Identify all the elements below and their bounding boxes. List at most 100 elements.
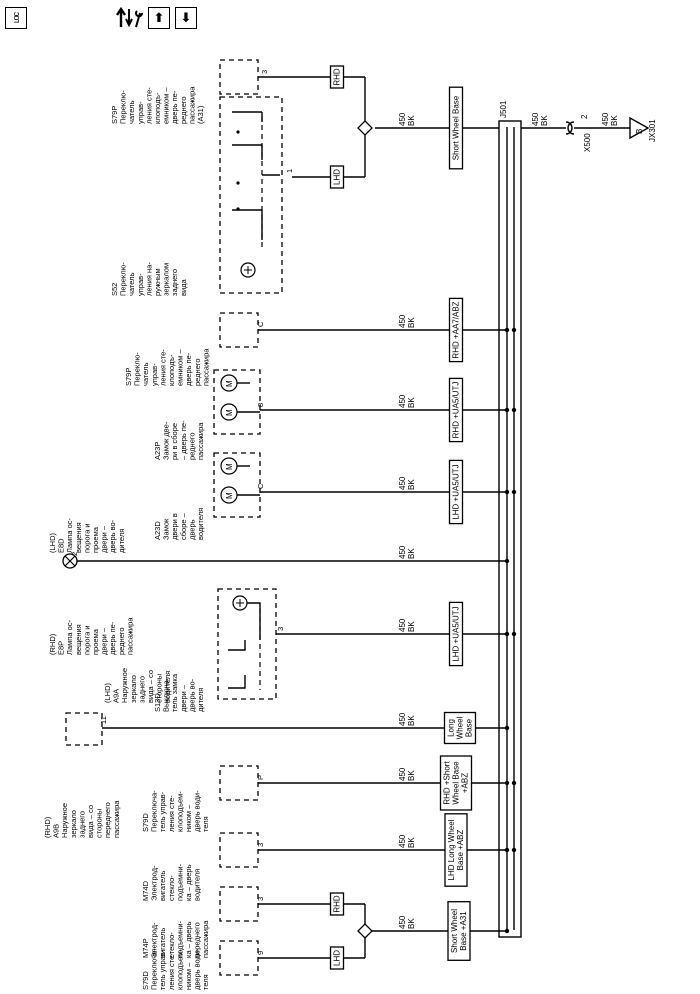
option-lhd-bottom: LHD bbox=[329, 946, 345, 970]
arrow-down-glyph: ⬇ bbox=[180, 10, 192, 25]
connector-x500-pin: 2 bbox=[580, 114, 589, 119]
splice-dot bbox=[511, 407, 517, 413]
desc-e8-line: дителя bbox=[117, 529, 126, 553]
arrow-down-icon[interactable]: ⬇ bbox=[175, 7, 197, 29]
component-s79p bbox=[219, 312, 259, 348]
desc-a23p-line: Замок две- bbox=[162, 421, 171, 460]
splice-dot bbox=[504, 558, 510, 564]
desc-s79p-line: клоподъ- bbox=[167, 354, 176, 386]
component-a23d bbox=[213, 452, 261, 518]
desc-a23p-line: реднего bbox=[187, 432, 196, 460]
option-a23d-text: LHD +UA5/UTJ bbox=[452, 464, 461, 519]
wire-label-m74d-line: BK bbox=[407, 837, 416, 848]
switch-s52-dot bbox=[236, 181, 240, 185]
option-s79d-text: Wheel Base bbox=[452, 761, 461, 805]
pin-s79p-a31: 3 bbox=[260, 70, 269, 74]
desc-s79p-a31-line: S79P bbox=[110, 106, 119, 124]
desc-s13d-line: Выключа- bbox=[162, 677, 171, 712]
option-s79p: RHD +AA7/ABZ bbox=[448, 297, 464, 363]
option-s13d: LHD +UA5/UTJ bbox=[448, 601, 464, 667]
pin-s79d-line: P bbox=[256, 775, 265, 780]
desc-s52-line: ления на- bbox=[144, 262, 153, 296]
component-s79d bbox=[219, 765, 259, 801]
motor-label-line: M bbox=[225, 463, 234, 470]
desc2-a9-line: переднего bbox=[103, 802, 112, 838]
splice-dot bbox=[511, 847, 517, 853]
ground-jx301-label-line: JX301 bbox=[648, 119, 657, 142]
desc-e8-line: вещения bbox=[74, 522, 83, 553]
desc-a9-line: заднего bbox=[137, 676, 146, 703]
desc-s79d-line: ления сте- bbox=[167, 795, 176, 832]
component-a9 bbox=[65, 712, 103, 746]
wire-label-s79p-line: 450 bbox=[398, 314, 407, 328]
loc-icon[interactable]: ʟoᴄ bbox=[5, 7, 27, 29]
option-diamond-bottom bbox=[357, 923, 373, 939]
desc-m74d-line: водителя bbox=[193, 869, 202, 901]
splice-j501-outline bbox=[498, 120, 522, 938]
pin-m74p-line: 3 bbox=[256, 897, 265, 901]
wire-label-s13d-line: 450 bbox=[398, 618, 407, 632]
led-icon-mark bbox=[244, 266, 252, 274]
desc-s13d-line: дверь во- bbox=[187, 678, 196, 712]
desc2-e8-line: порога и bbox=[82, 625, 91, 655]
desc-s79p-a31-line: пассажира bbox=[187, 86, 196, 124]
desc-s79p-line: дверь пе- bbox=[184, 352, 193, 386]
desc-s79d-line: Переключа- bbox=[150, 790, 159, 832]
wire-label-a23p-line: BK bbox=[407, 397, 416, 408]
desc-e8-line: E8D bbox=[57, 538, 66, 553]
ground-wire-label-line: BK bbox=[610, 115, 619, 126]
wire-label-m74d-line: 450 bbox=[398, 834, 407, 848]
desc-s52-line: Переклю- bbox=[119, 262, 128, 296]
desc-s79d-line: дверь води- bbox=[193, 790, 202, 832]
tools-swap-icon[interactable] bbox=[116, 5, 144, 31]
desc2-e8-line: вещения bbox=[74, 624, 83, 655]
led-icon-mark bbox=[236, 599, 244, 607]
ground-jx301-label: JX301 bbox=[648, 119, 657, 142]
splice-dot bbox=[504, 847, 510, 853]
wire-label-s13d-line: BK bbox=[407, 621, 416, 632]
desc-s52-line: вида bbox=[179, 278, 188, 296]
motor-label-line: M bbox=[225, 492, 234, 499]
desc-s79p-a31-line: клоподъ- bbox=[153, 92, 162, 124]
desc-s79d-line: S79D bbox=[141, 813, 150, 832]
desc2-e8-line: дверь пе- bbox=[108, 621, 117, 655]
tools-swap-svg bbox=[116, 6, 143, 28]
pin-a23p: 8 bbox=[256, 403, 265, 407]
desc2-a9-line: пассажира bbox=[112, 800, 121, 838]
desc2-e8-line: двери – bbox=[100, 627, 109, 655]
pin-s79d: P bbox=[256, 775, 265, 780]
pin-m74d-line: 3 bbox=[256, 843, 265, 847]
wire-label-e8-line: BK bbox=[407, 548, 416, 559]
option-rhd-top: RHD bbox=[329, 65, 345, 89]
wire-label-bottom-line: 450 bbox=[398, 915, 407, 929]
option-a23d-box bbox=[448, 459, 464, 525]
desc-e8-line: Лампа ос- bbox=[65, 518, 74, 553]
wire-label-s79p-line: BK bbox=[407, 317, 416, 328]
desc-s79d-a31-line: ления сте- bbox=[167, 953, 176, 990]
splice-dot bbox=[511, 489, 517, 495]
option-s79p-box bbox=[448, 297, 464, 363]
desc-s52-line: S52 bbox=[110, 283, 119, 296]
splice-dot bbox=[504, 407, 510, 413]
desc2-e8-line: (RHD) bbox=[48, 633, 57, 655]
wire-label-a23d-line: 450 bbox=[398, 476, 407, 490]
option-diamond-top bbox=[357, 120, 373, 136]
arrow-up-icon[interactable]: ⬆ bbox=[148, 7, 170, 29]
desc-s13d-line: дителя bbox=[196, 688, 205, 712]
desc-m74d-line: ка – дверь bbox=[184, 864, 193, 901]
ground-jx301-symbol bbox=[629, 116, 650, 140]
desc-s79d-a31-line: ником – bbox=[184, 962, 193, 990]
desc-s79d-a31-line: Переключа- bbox=[150, 948, 159, 990]
option-a23d: LHD +UA5/UTJ bbox=[448, 459, 464, 525]
